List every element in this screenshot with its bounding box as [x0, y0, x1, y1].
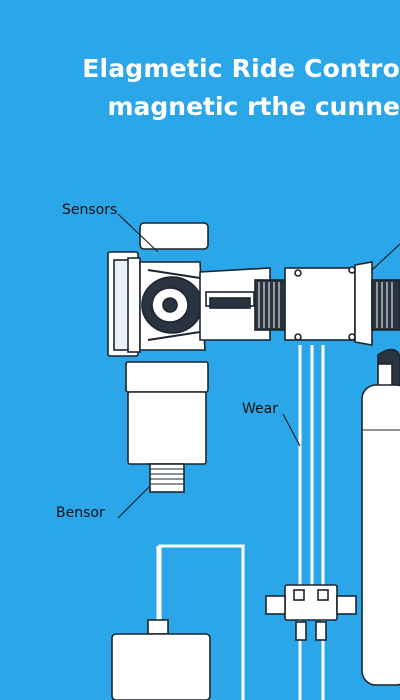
- diagram-title-line-2: magnetic rthe cunne: [107, 92, 400, 121]
- bottom-sensor-block: [111, 619, 211, 700]
- label-sensors: Sensors: [62, 202, 118, 218]
- sensor-thread: [150, 468, 184, 485]
- control-unit: [361, 348, 400, 686]
- leader-lines: [117, 213, 400, 519]
- bellows: [258, 282, 393, 328]
- diagram-title-line-1: Elagmetic Ride Contro: [82, 54, 400, 83]
- label-bensor: Bensor: [56, 505, 105, 521]
- actuator-arm: [199, 261, 400, 346]
- junction-connector: [265, 584, 357, 641]
- sensor-housing: [107, 222, 209, 393]
- label-wear: Wear: [242, 401, 278, 417]
- lower-sensor-body: [127, 391, 207, 493]
- magnetic-core: [139, 261, 206, 351]
